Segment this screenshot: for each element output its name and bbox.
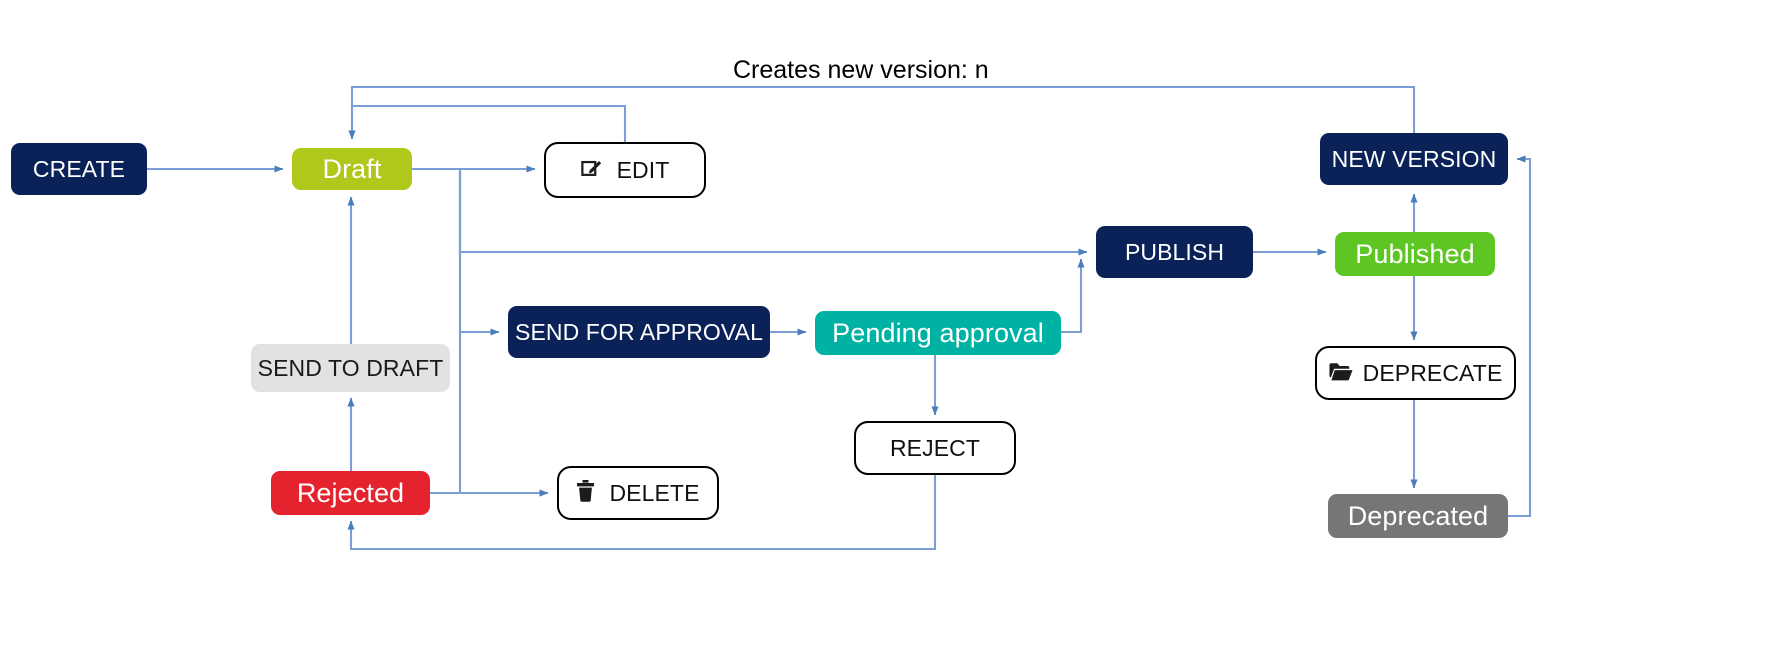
node-delete-label: DELETE xyxy=(609,479,700,506)
edge-deprecated-newversion xyxy=(1508,155,1532,518)
node-deprecated-label: Deprecated xyxy=(1347,500,1489,531)
edge-pending-publish xyxy=(1061,258,1085,334)
node-reject[interactable]: REJECT xyxy=(854,421,1016,475)
edge-edit-draft xyxy=(348,104,627,142)
node-publish[interactable]: PUBLISH xyxy=(1096,226,1253,278)
node-rejected[interactable]: Rejected xyxy=(271,471,430,515)
edge-label-creates-new-version: Creates new version: n xyxy=(733,56,989,84)
folder-icon xyxy=(1329,362,1353,385)
trash-icon xyxy=(576,480,595,506)
node-send-to-draft-label: SEND TO DRAFT xyxy=(257,354,444,381)
node-send-to-draft[interactable]: SEND TO DRAFT xyxy=(251,344,450,392)
node-edit[interactable]: EDIT xyxy=(544,142,706,198)
edit-pencil-icon xyxy=(580,157,603,183)
node-edit-label: EDIT xyxy=(616,156,670,183)
node-new-version-label: NEW VERSION xyxy=(1331,145,1497,172)
node-delete[interactable]: DELETE xyxy=(557,466,719,520)
node-draft[interactable]: Draft xyxy=(292,148,412,190)
node-create[interactable]: CREATE xyxy=(11,143,147,195)
node-published[interactable]: Published xyxy=(1335,232,1495,276)
node-create-label: CREATE xyxy=(32,155,126,182)
node-draft-label: Draft xyxy=(322,153,382,184)
edge-draft-sendforapproval xyxy=(458,169,500,336)
edge-newversion-draft xyxy=(348,85,1416,140)
node-deprecated[interactable]: Deprecated xyxy=(1328,494,1508,538)
node-pending-approval[interactable]: Pending approval xyxy=(815,311,1061,355)
node-deprecate[interactable]: DEPRECATE xyxy=(1315,346,1516,400)
node-rejected-label: Rejected xyxy=(296,477,405,508)
node-send-for-approval[interactable]: SEND FOR APPROVAL xyxy=(508,306,770,358)
node-deprecate-label: DEPRECATE xyxy=(1362,359,1503,386)
node-pending-approval-label: Pending approval xyxy=(832,317,1044,348)
node-send-for-approval-label: SEND FOR APPROVAL xyxy=(515,318,763,345)
node-reject-label: REJECT xyxy=(889,434,981,461)
node-new-version[interactable]: NEW VERSION xyxy=(1320,133,1508,185)
node-publish-label: PUBLISH xyxy=(1124,238,1225,265)
node-published-label: Published xyxy=(1355,238,1475,269)
